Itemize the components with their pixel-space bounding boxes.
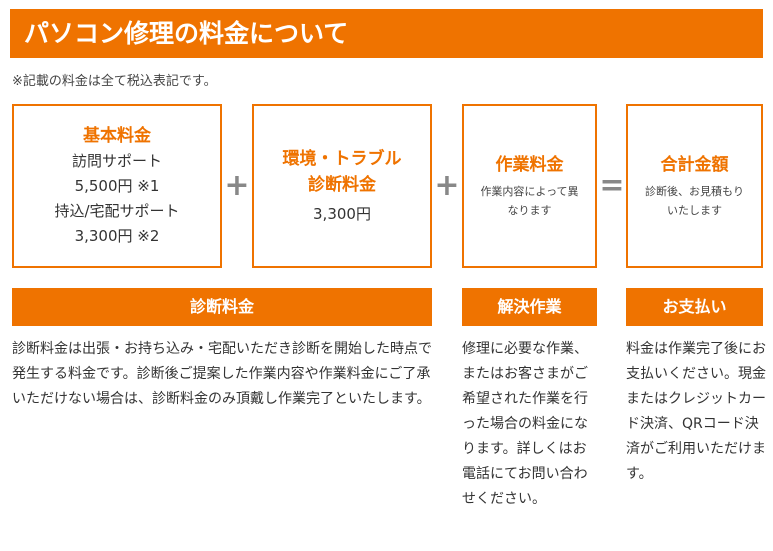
section-solution-title: 解決作業 [462, 288, 597, 326]
plus-icon: + [224, 168, 250, 203]
total-fee-desc-line: 診断後、お見積もり [645, 185, 744, 198]
diagnosis-fee-box: 環境・トラブル 診断料金 3,300円 [252, 104, 432, 268]
basic-fee-box: 基本料金 訪問サポート 5,500円 ※1 持込/宅配サポート 3,300円 ※… [12, 104, 222, 268]
work-fee-box: 作業料金 作業内容によって異なります [462, 104, 597, 268]
work-fee-desc: 作業内容によって異なります [480, 182, 578, 220]
section-diagnosis-text: 診断料金は出張・お持ち込み・宅配いただき診断を開始した時点で発生する料金です。診… [12, 341, 432, 407]
section-payment-title: お支払い [626, 288, 763, 326]
work-fee-desc-line: なります [507, 204, 552, 217]
basic-fee-title: 基本料金 [83, 126, 151, 146]
work-fee-desc-line: 作業内容によって異 [480, 185, 579, 198]
work-fee-title: 作業料金 [495, 155, 564, 175]
tax-note: ※記載の料金は全て税込表記です。 [12, 74, 217, 89]
section-diagnosis-title: 診断料金 [12, 288, 432, 326]
diagnosis-fee-price: 3,300円 [313, 204, 371, 223]
basic-fee-line: 訪問サポート [71, 152, 162, 170]
diagnosis-fee-title: 診断料金 [308, 174, 376, 195]
diagnosis-fee-title: 環境・トラブル [282, 148, 402, 169]
basic-fee-line: 持込/宅配サポート [54, 202, 180, 220]
equals-icon: = [599, 168, 625, 203]
total-fee-title: 合計金額 [660, 155, 729, 175]
page-title: パソコン修理の料金について [10, 9, 763, 58]
total-fee-desc-line: いたします [667, 204, 722, 217]
basic-fee-line: 3,300円 ※2 [74, 227, 160, 245]
total-fee-desc: 診断後、お見積もりいたします [645, 182, 744, 220]
section-payment-text: 料金は作業完了後にお支払いください。現金またはクレジットカード決済、QRコード決… [626, 341, 766, 482]
section-solution-text: 修理に必要な作業、またはお客さまがご希望された作業を行った場合の料金になります。… [462, 341, 588, 507]
basic-fee-line: 5,500円 ※1 [74, 177, 160, 195]
plus-icon: + [434, 168, 460, 203]
total-fee-box: 合計金額 診断後、お見積もりいたします [626, 104, 763, 268]
